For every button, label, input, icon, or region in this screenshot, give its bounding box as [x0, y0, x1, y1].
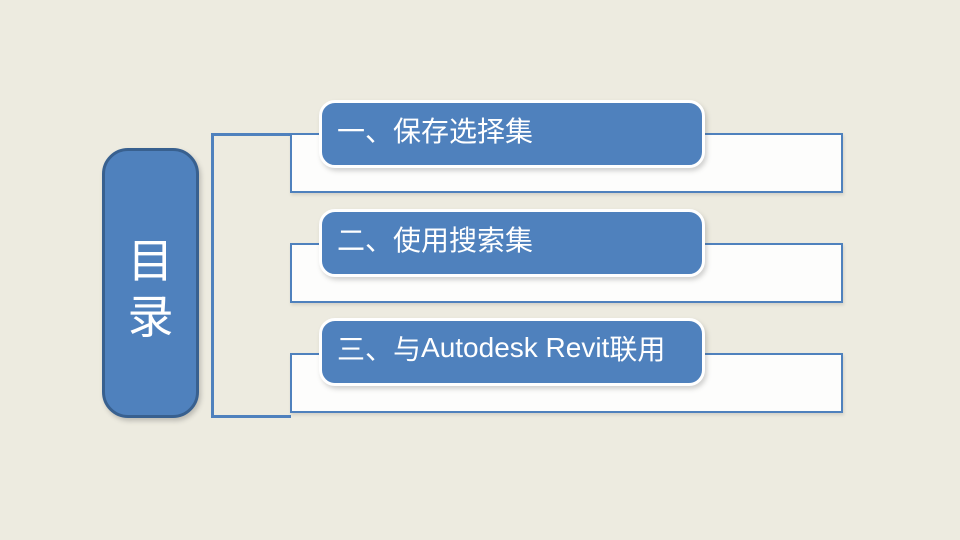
- bracket-connector: [211, 133, 291, 418]
- toc-item-2-button[interactable]: 二、使用搜索集: [319, 209, 705, 277]
- toc-item-3-label-latin: Autodesk Revit: [421, 332, 610, 363]
- toc-item-3-label-suffix: 联用: [609, 335, 666, 366]
- toc-item-1-label: 一、保存选择集: [337, 117, 534, 148]
- toc-item-3-label: 三、与: [337, 335, 422, 366]
- toc-title: 目录: [127, 236, 174, 343]
- toc-item-2-label: 二、使用搜索集: [337, 226, 534, 257]
- toc-item-1-button[interactable]: 一、保存选择集: [319, 100, 705, 168]
- toc-title-shape: 目录: [102, 148, 199, 418]
